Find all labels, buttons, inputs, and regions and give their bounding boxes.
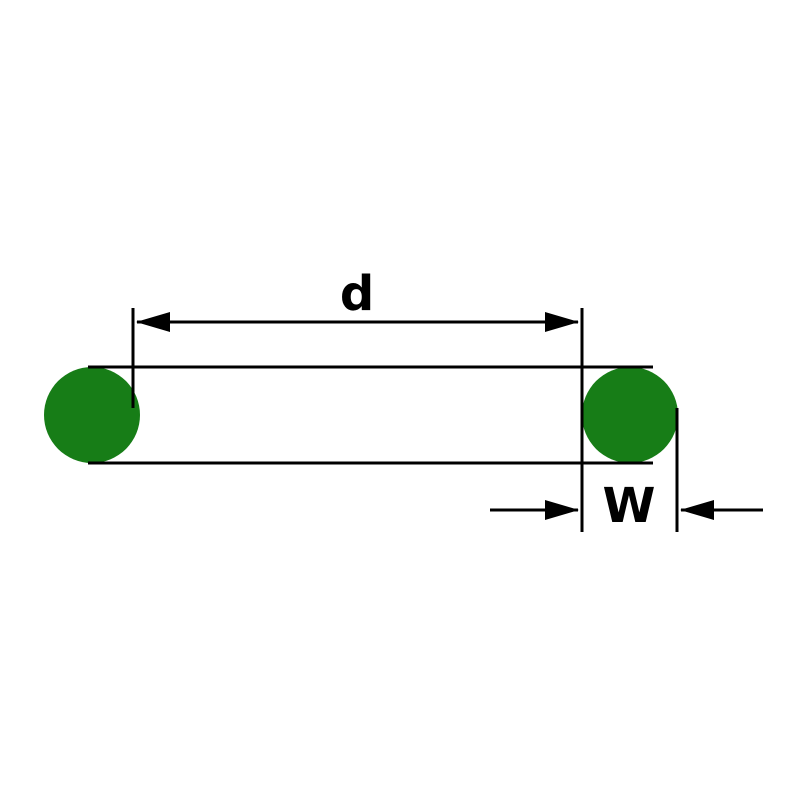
oring-cross-section-right: [582, 367, 678, 463]
oring-cross-section-left: [44, 367, 140, 463]
label-cross-section-width: W: [603, 478, 656, 534]
label-inner-diameter: d: [340, 266, 374, 322]
